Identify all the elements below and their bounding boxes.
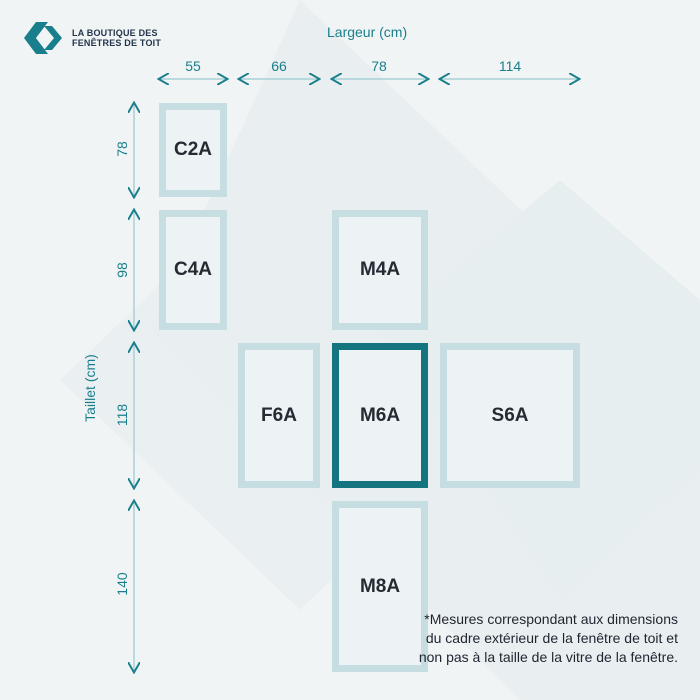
window-code: F6A xyxy=(261,404,297,426)
width-axis-title: Largeur (cm) xyxy=(327,24,408,40)
footnote: *Mesures correspondant aux dimensions du… xyxy=(418,611,678,665)
brand-line-2: FENÊTRES DE TOIT xyxy=(72,38,162,48)
height-label-98: 98 xyxy=(114,262,130,278)
window-code: C4A xyxy=(173,259,212,280)
height-label-140: 140 xyxy=(114,572,130,596)
width-label-114: 114 xyxy=(498,58,522,74)
window-c4a: C4A xyxy=(159,210,227,330)
window-code: S6A xyxy=(491,404,529,426)
window-code: M4A xyxy=(359,259,401,280)
window-s6a: S6A xyxy=(440,343,580,488)
diamond-logo-icon xyxy=(24,22,62,54)
brand-logo: LA BOUTIQUE DES FENÊTRES DE TOIT xyxy=(22,20,161,56)
window-m6a: M6A xyxy=(332,343,428,488)
width-label-66: 66 xyxy=(271,58,287,74)
window-code: C2A xyxy=(173,139,212,160)
window-code: M8A xyxy=(359,575,401,597)
window-f6a: F6A xyxy=(238,343,320,488)
window-m8a: M8A xyxy=(332,501,428,672)
window-c2a: C2A xyxy=(159,103,227,197)
width-label-78: 78 xyxy=(371,58,387,74)
height-label-78: 78 xyxy=(114,141,130,157)
brand-line-1: LA BOUTIQUE DES xyxy=(72,28,158,38)
window-code: M6A xyxy=(359,404,401,426)
window-m4a: M4A xyxy=(332,210,428,330)
height-label-118: 118 xyxy=(114,403,130,427)
width-label-55: 55 xyxy=(185,58,201,74)
